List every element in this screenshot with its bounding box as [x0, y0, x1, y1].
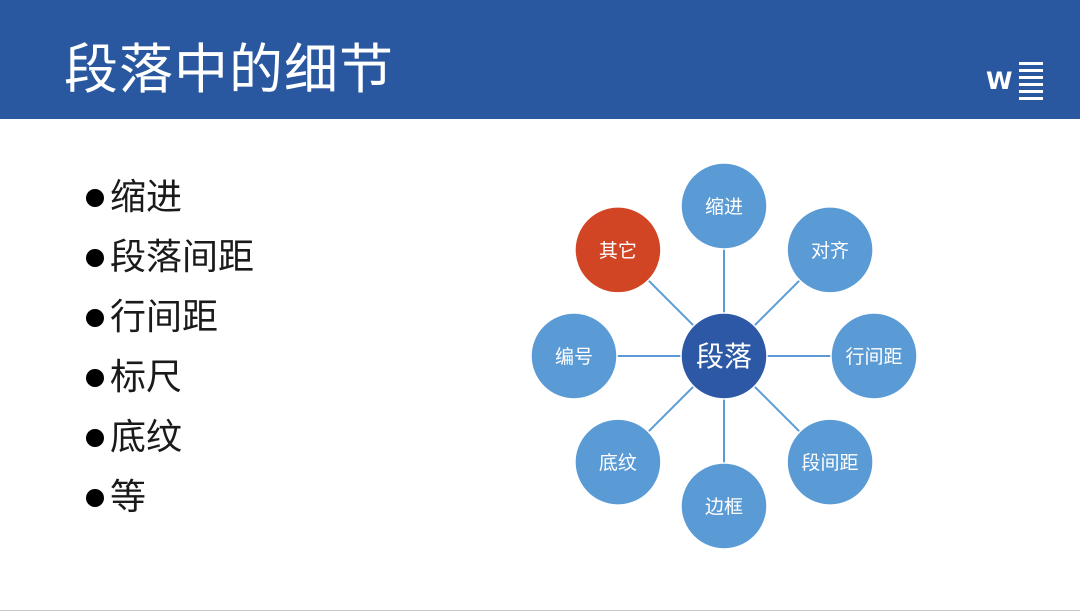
diagram-node-label: 其它 [599, 240, 637, 262]
bullet-text: 等 [110, 477, 147, 518]
diagram-node-circle [830, 312, 918, 400]
diagram-node-circle [530, 312, 618, 400]
diagram-node-label: 段间距 [802, 452, 859, 474]
bullet-item: 等 [86, 468, 254, 528]
diagram-center-circle [680, 312, 768, 400]
page-title: 段落中的细节 [64, 38, 394, 101]
slide-bottom-border [0, 610, 1080, 611]
bullet-dot-icon [86, 249, 104, 267]
connector-line-1 [753, 279, 801, 327]
bullet-text: 段落间距 [110, 237, 255, 278]
bullet-item: 行间距 [86, 288, 254, 348]
diagram-node-2: 行间距 [830, 312, 918, 400]
diagram-node-1: 对齐 [786, 206, 874, 294]
title-bar: 段落中的细节 W [0, 0, 1080, 119]
diagram-node-circle [786, 206, 874, 294]
diagram-node-5: 底纹 [574, 418, 662, 506]
connector-line-7 [647, 279, 695, 327]
diagram-node-circle [680, 162, 768, 250]
diagram-node-circle [786, 418, 874, 506]
bullet-text: 缩进 [110, 177, 183, 218]
diagram-node-label: 编号 [555, 346, 593, 368]
bullet-text: 标尺 [110, 357, 183, 398]
diagram-node-label: 边框 [705, 496, 743, 518]
diagram-node-circle [574, 418, 662, 506]
diagram-node-circle [680, 462, 768, 550]
diagram-node-4: 边框 [680, 462, 768, 550]
bullet-dot-icon [86, 489, 104, 507]
diagram-node-label: 底纹 [599, 452, 637, 474]
document-lines-icon [1019, 62, 1043, 100]
diagram-node-0: 缩进 [680, 162, 768, 250]
word-logo-icon: W [986, 62, 1048, 102]
bullet-dot-icon [86, 429, 104, 447]
bullet-text: 行间距 [110, 297, 219, 338]
bullet-item: 缩进 [86, 168, 254, 228]
diagram-node-7: 其它 [574, 206, 662, 294]
diagram-center-label: 段落 [696, 340, 752, 373]
connector-line-5 [647, 385, 695, 433]
bullet-dot-icon [86, 309, 104, 327]
bullet-text: 底纹 [110, 417, 183, 458]
diagram-node-6: 编号 [530, 312, 618, 400]
diagram-node-3: 段间距 [786, 418, 874, 506]
bullet-item: 标尺 [86, 348, 254, 408]
bullet-dot-icon [86, 189, 104, 207]
diagram-node-circle [574, 206, 662, 294]
connector-line-3 [753, 385, 801, 433]
diagram-node-label: 对齐 [811, 240, 849, 262]
word-logo-letter: W [986, 67, 1013, 95]
bullet-item: 段落间距 [86, 228, 254, 288]
diagram-node-label: 行间距 [845, 346, 902, 368]
bullet-list: 缩进 段落间距 行间距 标尺 底纹 等 [86, 168, 254, 528]
diagram-node-label: 缩进 [705, 196, 743, 218]
diagram-center-node: 段落 [680, 312, 768, 400]
bullet-dot-icon [86, 369, 104, 387]
bullet-item: 底纹 [86, 408, 254, 468]
